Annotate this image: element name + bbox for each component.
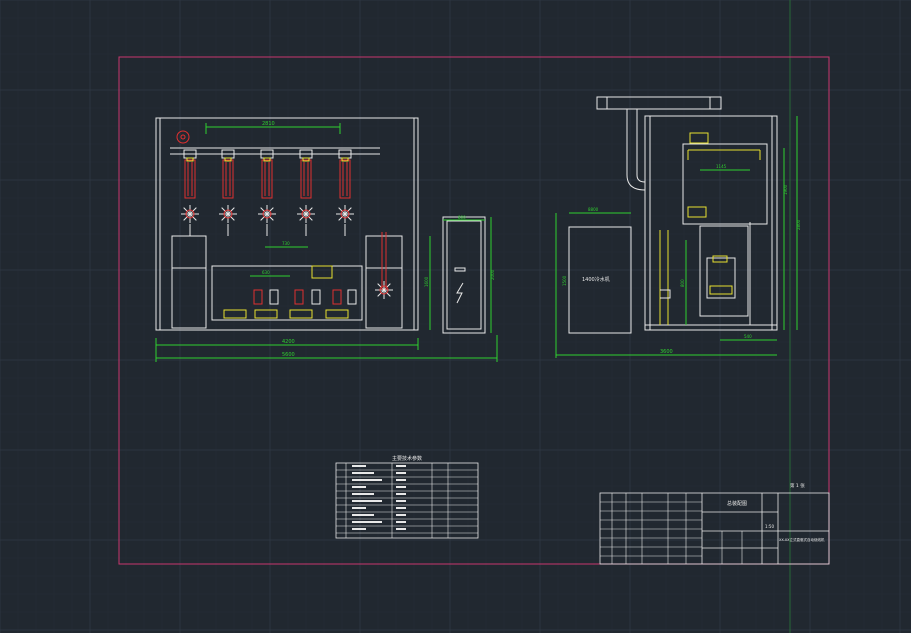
dim-side-height-1: 1900: [783, 184, 788, 195]
sheet-border: [118, 56, 830, 565]
dim-side-overall: 3600: [660, 349, 673, 355]
dim-front-height: 1600: [424, 276, 429, 287]
electric-hazard-icon: [456, 282, 464, 304]
reel-icon: [176, 130, 190, 144]
dim-side-inner-top: 1145: [716, 164, 727, 169]
dim-front-top: 2810: [262, 121, 275, 127]
spindle-wheel: [375, 281, 393, 299]
lower-center-box: [211, 265, 363, 321]
dim-cabinet-height: 2000: [490, 269, 495, 280]
dim-front-inner: 630: [262, 270, 270, 275]
dim-side-bottom: 540: [744, 334, 752, 339]
lower-right-cabinet: [365, 235, 403, 329]
spindle-unit: [219, 149, 237, 236]
dim-tank-height: 1500: [562, 275, 567, 286]
drawing-number: XX-XX立式直驱式自动绕线机: [779, 537, 825, 542]
spindle-group: [181, 149, 393, 299]
dim-side-height-2: 2800: [796, 219, 801, 230]
spindle-unit: [336, 149, 354, 236]
spindle-unit: [181, 149, 199, 236]
front-view: 2810 730 630 1600: [155, 117, 498, 362]
exhaust-duct: [596, 96, 722, 110]
dim-front-overall-1: 4200: [282, 339, 295, 345]
title-block: 第 1 张 总装配图 1:50 XX-XX立式直驱式自动绕线机: [599, 482, 830, 565]
dim-side-inner-h: 800: [680, 279, 685, 287]
parts-table: 主要技术参数: [335, 455, 479, 539]
dim-tank-top: 8800: [588, 207, 599, 212]
spindle-unit: [297, 149, 315, 236]
dim-cabinet-top: 800: [458, 215, 466, 220]
tank-label: 1400冷水机: [582, 276, 610, 283]
drawing-scale: 1:50: [765, 524, 774, 529]
side-view: 1400冷水机 8800 1500 1145 800 1900 2800: [555, 96, 801, 358]
drawing-name: 总装配图: [727, 500, 747, 507]
control-cabinet: 800 2000: [442, 215, 495, 334]
dim-front-mid: 730: [282, 241, 290, 246]
dim-front-overall-2: 5600: [282, 352, 295, 358]
parts-table-title: 主要技术参数: [392, 455, 422, 462]
chiller-tank: [568, 226, 632, 334]
lower-left-cabinet: [171, 235, 207, 329]
side-frame: [644, 115, 778, 331]
front-frame: [155, 117, 419, 331]
sheet-number: 第 1 张: [790, 482, 805, 489]
spindle-unit: [258, 149, 276, 236]
